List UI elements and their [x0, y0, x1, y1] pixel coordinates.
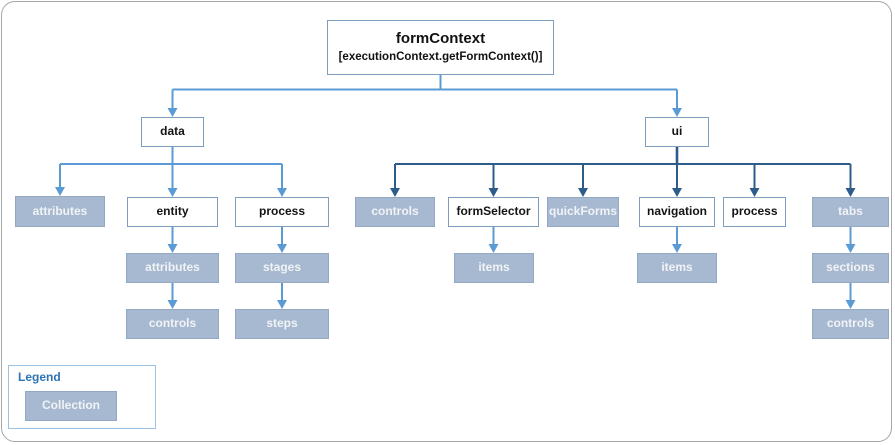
- node-ui-controls: controls: [355, 197, 435, 227]
- node-quick-forms: quickForms: [547, 197, 619, 227]
- node-data-attributes: attributes: [15, 196, 105, 227]
- node-process-steps: steps: [235, 309, 329, 339]
- dark-connector-arrowheads: [390, 188, 856, 197]
- node-tabs-controls: controls: [812, 309, 889, 339]
- node-form-selector-items: items: [454, 253, 534, 283]
- node-entity: entity: [127, 197, 218, 227]
- legend: Legend Collection: [8, 365, 156, 429]
- formcontext-subtitle: [executionContext.getFormContext()]: [338, 50, 543, 63]
- node-navigation-items: items: [637, 253, 717, 283]
- node-form-selector: formSelector: [448, 197, 539, 227]
- node-entity-controls: controls: [126, 309, 219, 339]
- node-tabs-sections: sections: [812, 253, 889, 283]
- node-tabs: tabs: [812, 197, 889, 227]
- node-ui-process: process: [723, 197, 786, 227]
- node-formcontext: formContext [executionContext.getFormCon…: [327, 20, 554, 75]
- legend-title: Legend: [18, 370, 61, 384]
- formcontext-title: formContext: [395, 30, 486, 48]
- light-connector-arrowheads: [55, 108, 856, 309]
- light-connector-lines: [59, 75, 852, 300]
- node-ui: ui: [645, 117, 709, 147]
- legend-collection-box: Collection: [25, 391, 117, 421]
- node-entity-attributes: attributes: [126, 253, 219, 283]
- node-navigation: navigation: [639, 197, 715, 227]
- dark-connector-lines: [394, 147, 852, 188]
- node-data-process: process: [235, 197, 329, 227]
- node-process-stages: stages: [235, 253, 329, 283]
- node-data: data: [141, 117, 204, 147]
